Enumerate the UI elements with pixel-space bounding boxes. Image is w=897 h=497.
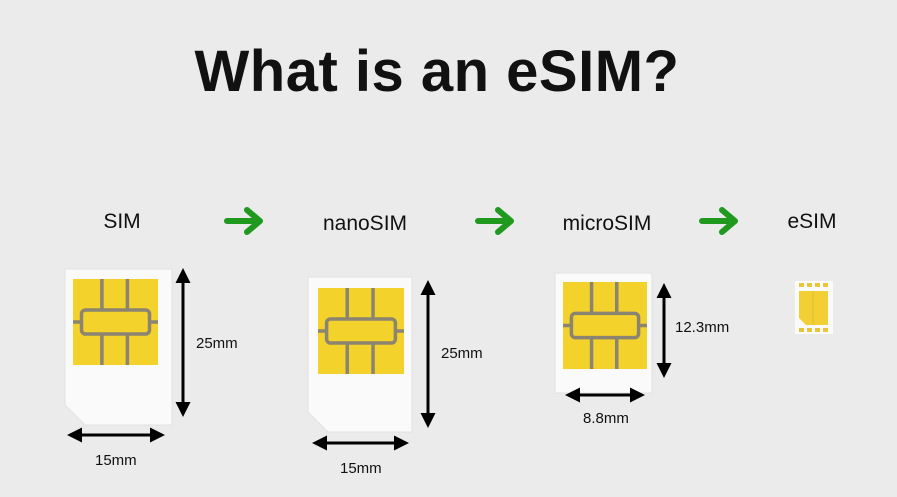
green-arrow-icon bbox=[475, 207, 514, 235]
nanosim-width-label: 15mm bbox=[340, 460, 382, 477]
label-esim: eSIM bbox=[787, 210, 837, 233]
microsim-height-label: 12.3mm bbox=[675, 319, 730, 336]
label-microsim: microSIM bbox=[562, 212, 652, 235]
green-arrow-icon bbox=[224, 207, 263, 235]
nanosim-card bbox=[307, 276, 413, 433]
sim-height-label: 25mm bbox=[196, 335, 238, 352]
esim-chip-icon bbox=[795, 281, 833, 334]
sim-width-label: 15mm bbox=[95, 452, 137, 469]
page-title: What is an eSIM? bbox=[194, 39, 680, 104]
microsim-card bbox=[554, 272, 653, 394]
nanosim-height-label: 25mm bbox=[441, 345, 483, 362]
sim-card bbox=[64, 268, 173, 426]
microsim-width-label: 8.8mm bbox=[583, 410, 629, 427]
green-arrow-icon bbox=[699, 207, 738, 235]
label-nanosim: nanoSIM bbox=[322, 212, 408, 235]
label-sim: SIM bbox=[103, 210, 141, 233]
